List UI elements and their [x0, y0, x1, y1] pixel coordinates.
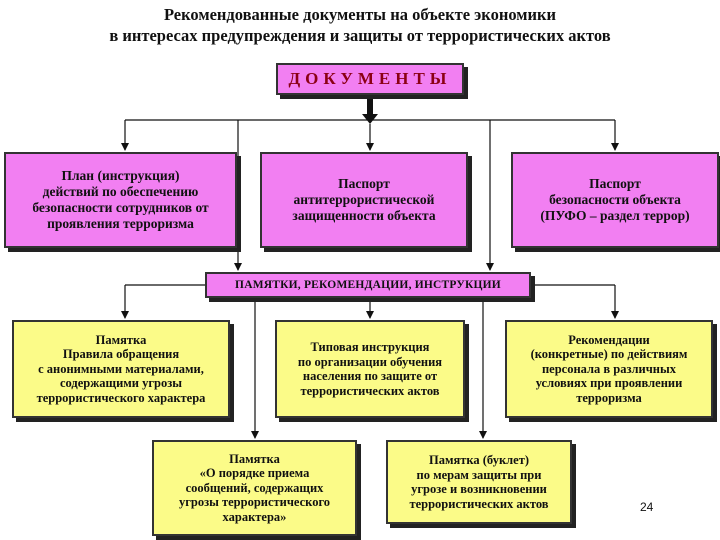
slide-title: Рекомендованные документы на объекте эко… [0, 4, 720, 46]
anonymous-materials-memo-box: Памятка Правила обращения с анонимными м… [12, 320, 230, 418]
title-line-2: в интересах предупреждения и защиты от т… [109, 26, 611, 45]
training-instruction-box: Типовая инструкция по организации обучен… [275, 320, 465, 418]
page-number: 24 [640, 500, 654, 514]
plan-instruction-box: План (инструкция) действий по обеспечени… [4, 152, 237, 248]
protection-booklet-box: Памятка (буклет) по мерам защиты при угр… [386, 440, 572, 524]
antiterror-passport-box: Паспорт антитеррористической защищенност… [260, 152, 468, 248]
reports-reception-memo-box: Памятка «О порядке приема сообщений, сод… [152, 440, 357, 536]
memos-band-box: ПАМЯТКИ, РЕКОМЕНДАЦИИ, ИНСТРУКЦИИ [205, 272, 531, 298]
title-line-1: Рекомендованные документы на объекте эко… [163, 5, 557, 24]
documents-root-box: ДОКУМЕНТЫ [276, 63, 464, 95]
safety-passport-box: Паспорт безопасности объекта (ПУФО – раз… [511, 152, 719, 248]
staff-recommendations-box: Рекомендации (конкретные) по действиям п… [505, 320, 713, 418]
